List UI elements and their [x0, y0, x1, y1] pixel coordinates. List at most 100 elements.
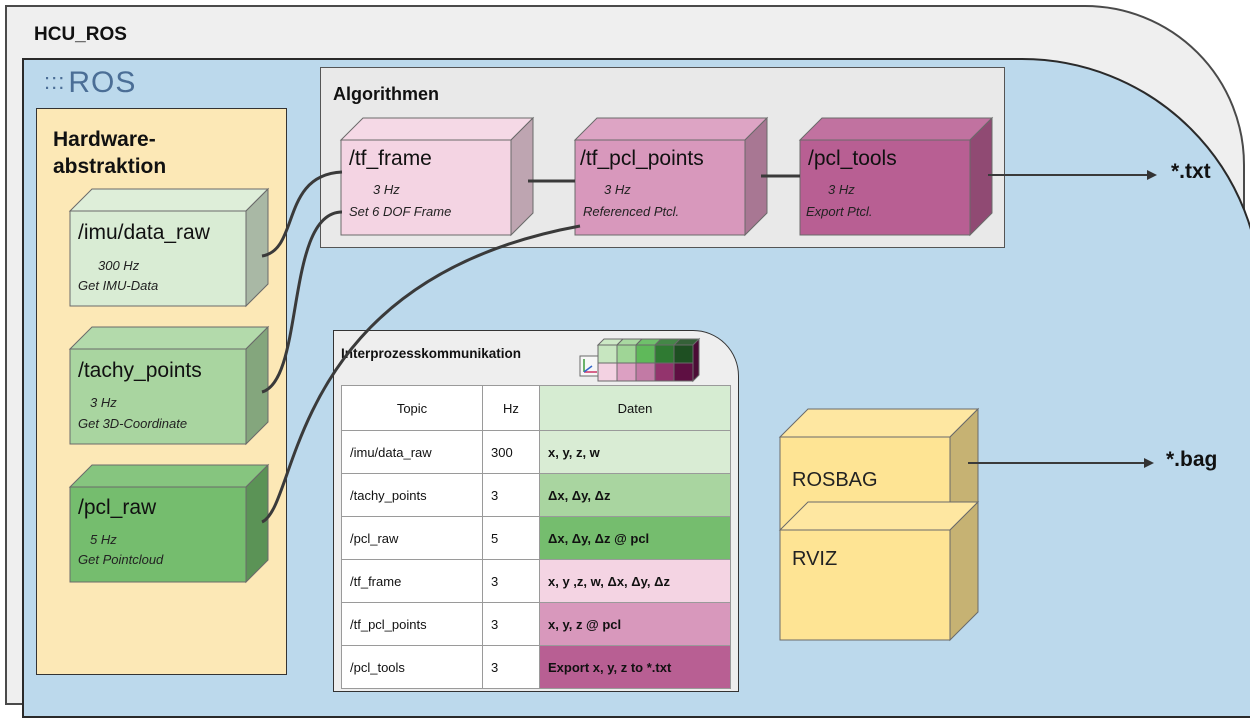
node-imu-cube-top — [68, 188, 270, 212]
ipc-cell-hz: 3 — [482, 602, 540, 646]
ipc-cell-topic: /tf_pcl_points — [341, 602, 483, 646]
ipc-cell-topic: /tf_frame — [341, 559, 483, 603]
ipc-cell-hz: 5 — [482, 516, 540, 560]
hardware-title-line2: abstraktion — [53, 155, 167, 178]
legend-pink-block — [654, 362, 675, 382]
ipc-cell-hz: 3 — [482, 559, 540, 603]
ipc-cell-data: x, y ,z, w, Δx, Δy, Δz — [539, 559, 731, 603]
node-tf-pcl-rate: 3 Hz — [604, 182, 631, 197]
legend-green-block — [673, 344, 694, 364]
node-tf-frame-cube-top — [339, 117, 535, 141]
ipc-cell-hz: 3 — [482, 473, 540, 517]
node-pcl-tools-cube-front — [799, 139, 971, 236]
hardware-panel-title: Hardware- abstraktion — [53, 126, 166, 180]
node-tachy-cube — [68, 325, 270, 446]
node-pcl-tools-cube-top — [798, 117, 994, 141]
node-tachy-cube-front — [69, 348, 247, 445]
storage-rviz-cube-front — [779, 529, 951, 641]
ipc-cell-data: Δx, Δy, Δz @ pcl — [539, 516, 731, 560]
ipc-cell-data: x, y, z, w — [539, 430, 731, 474]
ipc-cell-hz: 3 — [482, 645, 540, 689]
ipc-header-hz: Hz — [482, 385, 540, 431]
legend-green-block — [635, 344, 656, 364]
node-pcl-raw-rate: 5 Hz — [90, 532, 117, 547]
ipc-cell-data: Δx, Δy, Δz — [539, 473, 731, 517]
ipc-cell-hz: 300 — [482, 430, 540, 474]
ipc-header-daten: Daten — [539, 385, 731, 431]
node-pcl-tools-desc: Export Ptcl. — [806, 204, 873, 219]
node-tachy-name: /tachy_points — [78, 359, 202, 382]
legend-green-block — [654, 344, 675, 364]
node-pcl-raw-cube-front — [69, 486, 247, 583]
node-tachy-cube-top — [68, 326, 270, 350]
ipc-header-topic: Topic — [341, 385, 483, 431]
storage-rviz-cube — [778, 500, 980, 642]
node-tf-pcl-cube-top — [573, 117, 769, 141]
algorithms-panel-title: Algorithmen — [333, 84, 439, 104]
node-pcl-raw-name: /pcl_raw — [78, 496, 157, 519]
connector-tachy-to-tf-frame — [261, 210, 343, 394]
legend-pink-block — [635, 362, 656, 382]
ipc-cell-topic: /tachy_points — [341, 473, 483, 517]
node-imu-cube — [68, 187, 270, 308]
node-imu-cube-front — [69, 210, 247, 307]
node-tf-frame-name: /tf_frame — [349, 147, 432, 170]
node-tf-frame-cube-front — [340, 139, 512, 236]
node-tf-pcl-desc: Referenced Ptcl. — [583, 204, 680, 219]
ipc-cell-data: x, y, z @ pcl — [539, 602, 731, 646]
node-pcl-tools-name: /pcl_tools — [808, 147, 897, 170]
node-tf-pcl-name: /tf_pcl_points — [580, 147, 704, 170]
node-tachy-desc: Get 3D-Coordinate — [78, 416, 188, 431]
node-tf-pcl-cube — [573, 116, 769, 237]
node-tf-frame-cube — [339, 116, 535, 237]
node-imu-name: /imu/data_raw — [78, 221, 210, 244]
legend-side — [692, 337, 700, 383]
node-tf-pcl-cube-front — [574, 139, 746, 236]
diagram-graphics — [68, 116, 1157, 642]
output-bag-label: *.bag — [1166, 448, 1218, 471]
connector-imu-to-tf-frame — [261, 170, 343, 258]
ipc-cell-data: Export x, y, z to *.txt — [539, 645, 731, 689]
legend-pink-block — [616, 362, 637, 382]
node-imu-rate: 300 Hz — [98, 258, 140, 273]
node-pcl-tools-cube — [798, 116, 994, 237]
ros-logo: :::ROS — [44, 66, 136, 100]
node-pcl-raw-desc: Get Pointcloud — [78, 552, 164, 567]
hcu-ros-title: HCU_ROS — [34, 24, 127, 45]
axes-icon-line — [583, 365, 593, 373]
node-pcl-raw-cube-top — [68, 464, 270, 488]
hardware-title-line1: Hardware- — [53, 128, 156, 151]
node-tf-frame-desc: Set 6 DOF Frame — [349, 204, 452, 219]
axes-icon — [579, 355, 601, 377]
ipc-cell-topic: /imu/data_raw — [341, 430, 483, 474]
node-tachy-rate: 3 Hz — [90, 395, 117, 410]
storage-rosbag-label: ROSBAG — [792, 469, 878, 491]
storage-rosbag-cube-top — [778, 408, 980, 438]
ipc-table-header: Topic Hz Daten — [341, 385, 731, 431]
legend-pink-block — [597, 362, 618, 382]
node-imu-desc: Get IMU-Data — [78, 278, 159, 293]
legend-green-block — [597, 344, 618, 364]
ros-logo-dots: ::: — [44, 69, 66, 94]
ipc-cell-topic: /pcl_tools — [341, 645, 483, 689]
node-tf-frame-rate: 3 Hz — [373, 182, 400, 197]
legend-green-block — [616, 344, 637, 364]
connector-pcl-raw-to-tf-pcl — [261, 224, 581, 524]
ros-logo-text: ROS — [68, 66, 137, 99]
storage-rviz-cube-top — [778, 501, 980, 531]
node-pcl-tools-rate: 3 Hz — [828, 182, 855, 197]
ipc-panel-title: Interprozesskommunikation — [341, 346, 522, 361]
legend-pink-block — [673, 362, 694, 382]
output-txt-label: *.txt — [1171, 160, 1211, 183]
storage-rviz-label: RVIZ — [792, 548, 838, 570]
ipc-cell-topic: /pcl_raw — [341, 516, 483, 560]
axes-icon-box — [579, 355, 601, 377]
node-pcl-raw-cube — [68, 463, 270, 584]
